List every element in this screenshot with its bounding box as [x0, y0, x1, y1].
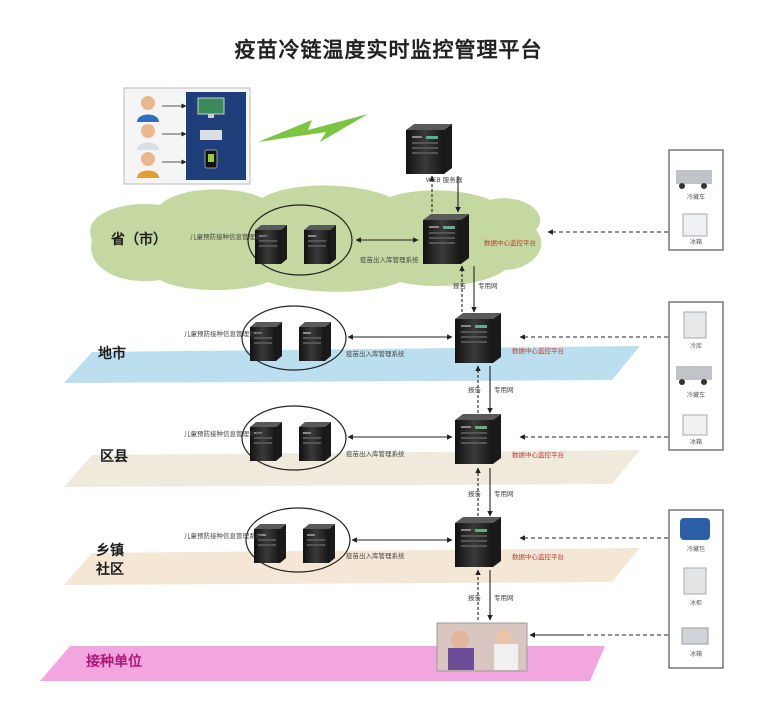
- city-child-system: 儿童预防接种信息管理系统: [184, 329, 263, 338]
- county-vaccine-system: 疫苗出入库管理系统: [346, 449, 405, 458]
- phone-icon: [204, 149, 218, 169]
- town-server-b: [303, 524, 335, 563]
- web-server: [406, 124, 452, 174]
- private-net-label-town: 专用网: [494, 593, 514, 602]
- device-town-3: 冰箱: [690, 650, 702, 658]
- town-center-server: [455, 517, 501, 567]
- vaccination-photo: [436, 622, 528, 672]
- device-city-2: 冷藏车: [687, 391, 705, 399]
- level-town-line2: 社区: [95, 561, 124, 578]
- province-system-group: [247, 204, 353, 276]
- report-label-province: 报告: [453, 281, 467, 290]
- province-data-center: 数据中心监控平台: [484, 238, 536, 247]
- user-icon: [137, 96, 159, 178]
- county-server-a: [250, 422, 282, 461]
- town-child-system: 儿童预防接种信息管理系统: [184, 531, 263, 540]
- device-panel-province: 冷藏车 冰箱: [668, 149, 724, 251]
- level-province: 省（市）: [110, 231, 167, 248]
- level-county: 区县: [100, 449, 128, 465]
- device-province-1: 冷藏车: [687, 193, 705, 201]
- city-server-b: [299, 322, 331, 361]
- device-town-1: 冷藏包: [687, 545, 705, 553]
- town-system-group: [245, 507, 351, 573]
- level-town-line1: 乡镇: [96, 542, 124, 559]
- level-unit: 接种单位: [86, 653, 142, 670]
- monitor-icon: [197, 97, 225, 118]
- device-city-1: 冷库: [690, 342, 702, 350]
- level-city: 地市: [98, 345, 126, 362]
- town-vaccine-system: 疫苗出入库管理系统: [346, 551, 405, 560]
- province-center-server: [423, 214, 469, 264]
- city-vaccine-system: 疫苗出入库管理系统: [346, 349, 405, 358]
- province-server-a: [255, 225, 287, 264]
- device-province-2: 冰箱: [690, 238, 702, 246]
- diagram-title: 疫苗冷链温度实时监控管理平台: [234, 38, 543, 62]
- report-label-county: 报告: [468, 489, 482, 498]
- device-panel-city: 冷库 冷藏车 冰箱: [668, 301, 724, 451]
- private-net-label-county: 专用网: [494, 489, 514, 498]
- server-icon: [200, 130, 222, 140]
- private-net-label-province: 专用网: [478, 281, 498, 290]
- county-system-group: [241, 405, 347, 471]
- web-server-label: WEB 服务器: [426, 175, 463, 184]
- province-child-system: 儿童预防接种信息管理系统: [190, 232, 269, 241]
- county-data-center: 数据中心监控平台: [512, 450, 564, 459]
- town-data-center: 数据中心监控平台: [512, 552, 564, 561]
- device-city-3: 冰箱: [690, 438, 702, 446]
- device-panel-town: 冷藏包 冰柜 冰箱: [668, 509, 724, 669]
- county-child-system: 儿童预防接种信息管理系统: [184, 429, 263, 438]
- town-server-a: [254, 524, 286, 563]
- county-server-b: [299, 422, 331, 461]
- city-center-server: [455, 313, 501, 363]
- city-system-group: [241, 305, 347, 371]
- lightning-bolt: [258, 114, 368, 142]
- province-server-b: [304, 225, 336, 264]
- province-vaccine-system: 疫苗出入库管理系统: [360, 255, 419, 264]
- city-data-center: 数据中心监控平台: [512, 346, 564, 355]
- device-town-2: 冰柜: [690, 599, 702, 607]
- user-terminal-panel: [123, 87, 251, 185]
- private-net-label-city: 专用网: [494, 385, 514, 394]
- report-label-town: 报告: [468, 593, 482, 602]
- report-label-city: 报告: [468, 385, 482, 394]
- county-center-server: [455, 414, 501, 464]
- city-server-a: [250, 322, 282, 361]
